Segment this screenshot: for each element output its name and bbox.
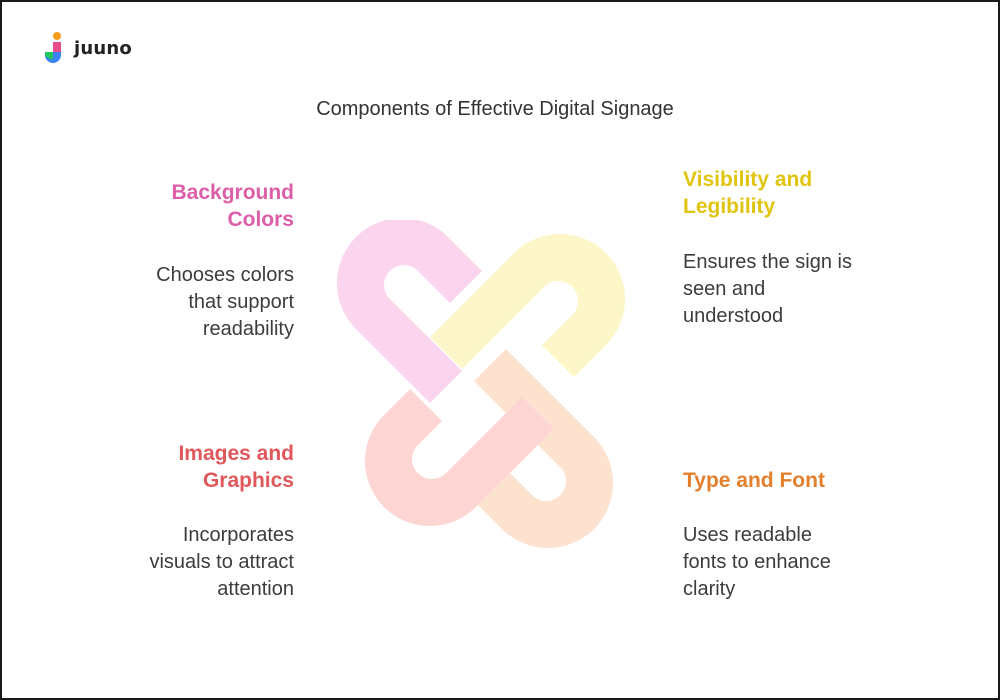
heading-line: Background — [171, 181, 294, 204]
description-line: seen and — [683, 278, 766, 300]
component-type-font: Type and Font Uses readable fonts to enh… — [683, 467, 883, 600]
component-heading: Images and Graphics — [94, 440, 294, 494]
brand-name: juuno — [74, 37, 132, 59]
link-visibility-legibility — [430, 233, 626, 377]
component-description: Chooses colors that support readability — [94, 262, 294, 343]
heading-line: Graphics — [202, 469, 294, 492]
description-line: Chooses colors — [156, 264, 294, 286]
component-heading: Visibility and Legibility — [683, 166, 883, 220]
description-line: visuals to attract — [149, 551, 294, 573]
interlocking-links-graphic — [336, 220, 626, 549]
component-heading: Type and Font — [683, 467, 883, 494]
link-type-font — [472, 349, 614, 549]
description-line: Incorporates — [182, 524, 294, 546]
juuno-logo-icon — [45, 32, 61, 63]
link-background-colors — [336, 220, 482, 403]
component-description: Incorporates visuals to attract attentio… — [94, 522, 294, 603]
heading-line: Images and — [178, 442, 294, 465]
description-line: readability — [202, 318, 294, 340]
heading-line: Visibility and — [683, 168, 813, 191]
brand: juuno — [42, 32, 132, 64]
heading-line: Colors — [227, 208, 294, 231]
component-description: Ensures the sign is seen and understood — [683, 249, 883, 330]
description-line: attention — [217, 578, 294, 600]
diagram-title: Components of Effective Digital Signage — [316, 98, 674, 120]
description-line: understood — [683, 305, 784, 327]
description-line: that support — [188, 291, 294, 313]
component-background-colors: Background Colors Chooses colors that su… — [94, 179, 294, 340]
component-heading: Background Colors — [94, 179, 294, 233]
heading-line: Legibility — [683, 195, 776, 218]
link-images-graphics — [364, 389, 554, 527]
description-line: fonts to enhance — [683, 551, 831, 573]
description-line: clarity — [683, 578, 736, 600]
description-line: Ensures the sign is — [683, 251, 852, 273]
component-description: Uses readable fonts to enhance clarity — [683, 522, 883, 603]
description-line: Uses readable — [683, 524, 812, 546]
component-images-graphics: Images and Graphics Incorporates visuals… — [94, 440, 294, 600]
component-visibility-legibility: Visibility and Legibility Ensures the si… — [683, 166, 883, 327]
heading-line: Type and Font — [683, 469, 825, 492]
